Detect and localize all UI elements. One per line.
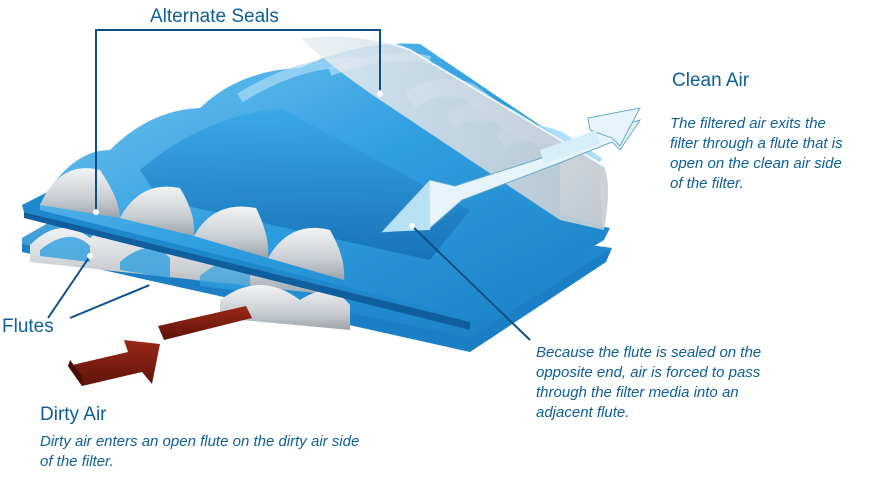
leader-lines	[47, 29, 531, 341]
clean-air-title: Clean Air	[672, 70, 750, 91]
sealed-flute-leader	[411, 225, 531, 341]
dirty-air-description: Dirty air enters an open flute on the di…	[40, 433, 360, 470]
alternate-seals-bracket	[95, 29, 381, 210]
flutes-leader-2	[69, 283, 153, 319]
alternate-seal-bar	[299, 34, 608, 230]
sealed-flute-note: Because the flute is sealed on the oppos…	[536, 344, 762, 421]
alternate-seals-label: Alternate Seals	[150, 6, 279, 27]
flutes-label: Flutes	[2, 316, 54, 337]
dirty-air-title: Dirty Air	[40, 404, 107, 425]
flutes-leader-1	[47, 255, 91, 319]
clean-air-description: The filtered air exits the filter throug…	[670, 115, 843, 192]
clean-air-arrow-icon	[380, 107, 642, 233]
dirty-air-arrow-icon	[68, 306, 252, 386]
